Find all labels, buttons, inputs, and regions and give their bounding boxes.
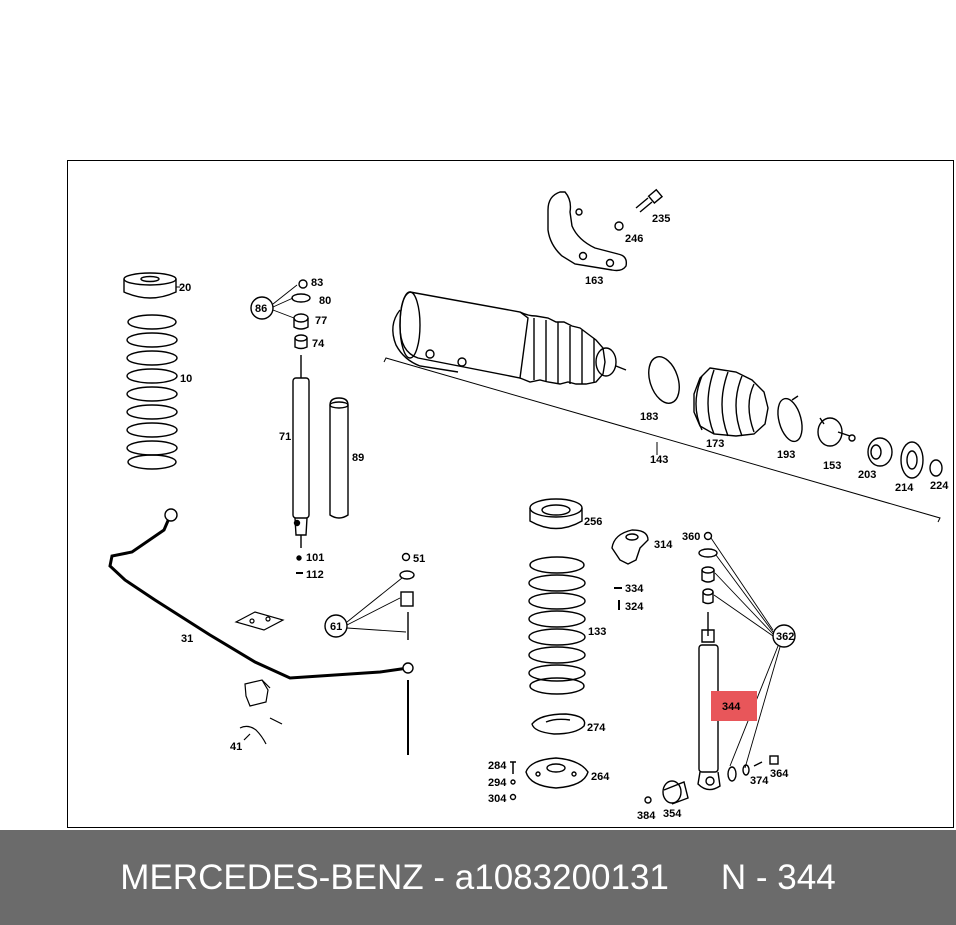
label-83: 83 — [311, 277, 323, 289]
label-10: 10 — [180, 373, 192, 385]
label-384: 384 — [637, 810, 656, 822]
spring-seat-20 — [123, 272, 177, 299]
label-364: 364 — [770, 768, 789, 780]
label-224: 224 — [930, 480, 949, 492]
label-374: 374 — [750, 775, 769, 787]
clamp-ring-183 — [648, 356, 680, 404]
label-246: 246 — [625, 233, 643, 245]
label-294: 294 — [488, 777, 507, 789]
label-214: 214 — [895, 482, 914, 494]
callout-labels: 20 10 83 80 77 74 86 71 89 101 112 51 61… — [179, 213, 949, 822]
label-264: 264 — [591, 771, 610, 783]
footer-bar: MERCEDES-BENZ - a1083200131 N - 344 — [0, 830, 956, 925]
label-153: 153 — [823, 460, 841, 472]
steering-gear-143 — [392, 291, 627, 385]
footer-separator: - — [423, 857, 455, 897]
label-274: 274 — [587, 722, 606, 734]
spring-pad-274 — [531, 713, 586, 735]
anti-roll-bar-bracket — [234, 611, 285, 631]
label-51: 51 — [413, 553, 425, 565]
footer-brand: MERCEDES-BENZ — [120, 857, 424, 897]
label-324: 324 — [625, 601, 644, 613]
label-77: 77 — [315, 315, 327, 327]
label-74: 74 — [312, 338, 325, 350]
label-71: 71 — [279, 431, 291, 443]
shock-mount-parts-front — [291, 279, 311, 350]
label-314: 314 — [654, 539, 673, 551]
label-41: 41 — [230, 741, 242, 753]
label-193: 193 — [777, 449, 795, 461]
link-rod-parts — [399, 552, 415, 755]
label-235: 235 — [652, 213, 670, 225]
nut-224 — [929, 459, 943, 477]
footer-caption: MERCEDES-BENZ - a1083200131 N - 344 — [0, 830, 956, 925]
label-80: 80 — [319, 295, 331, 307]
parts-diagram-frame — [67, 160, 954, 828]
steering-bracket-163 — [547, 191, 628, 272]
label-112: 112 — [306, 569, 324, 581]
parts-diagram: 20 10 83 80 77 74 86 71 89 101 112 51 61… — [108, 188, 949, 822]
washer-246 — [614, 221, 624, 231]
label-183: 183 — [640, 411, 658, 423]
label-31: 31 — [181, 633, 193, 645]
bump-stop-89 — [329, 397, 349, 519]
label-360: 360 — [682, 531, 700, 543]
coil-spring-133 — [528, 556, 586, 695]
label-133: 133 — [588, 626, 606, 638]
bolt-235 — [635, 188, 664, 213]
label-86: 86 — [255, 303, 267, 315]
rubber-boot-173 — [693, 367, 769, 437]
clamp-193 — [777, 395, 803, 443]
assembly-143-bracket-line — [383, 357, 941, 523]
label-163: 163 — [585, 275, 603, 287]
rear-shock-lower-parts — [644, 755, 779, 805]
label-20: 20 — [179, 282, 191, 294]
label-89: 89 — [352, 452, 364, 464]
tie-rod-end-153 — [817, 417, 856, 447]
label-61: 61 — [330, 621, 342, 633]
label-304: 304 — [488, 793, 507, 805]
seal-214 — [900, 441, 924, 479]
highlight-box-344 — [711, 691, 757, 721]
anti-roll-bar-31 — [108, 515, 409, 680]
label-173: 173 — [706, 438, 724, 450]
rear-shock-parts — [698, 531, 718, 605]
front-shock-absorber-71 — [292, 355, 310, 548]
label-334: 334 — [625, 583, 644, 595]
footer-diagram-ref: N - 344 — [720, 857, 836, 897]
label-362: 362 — [776, 631, 794, 643]
label-203: 203 — [858, 469, 876, 481]
spring-plate-264 — [525, 757, 589, 789]
coil-spring-10 — [126, 314, 178, 470]
label-344: 344 — [722, 701, 741, 713]
callout-circle-61 — [324, 614, 348, 638]
spring-seat-256 — [529, 498, 583, 530]
footer-part-number: a1083200131 — [454, 857, 669, 897]
label-101: 101 — [306, 552, 324, 564]
rubber-bushing-41 — [239, 679, 283, 745]
bushing-203 — [867, 437, 893, 467]
label-354: 354 — [663, 808, 682, 820]
label-256: 256 — [584, 516, 602, 528]
rubber-mount-314 — [611, 529, 649, 565]
label-143: 143 — [650, 454, 668, 466]
callout-circle-86 — [250, 296, 274, 320]
label-284: 284 — [488, 760, 507, 772]
